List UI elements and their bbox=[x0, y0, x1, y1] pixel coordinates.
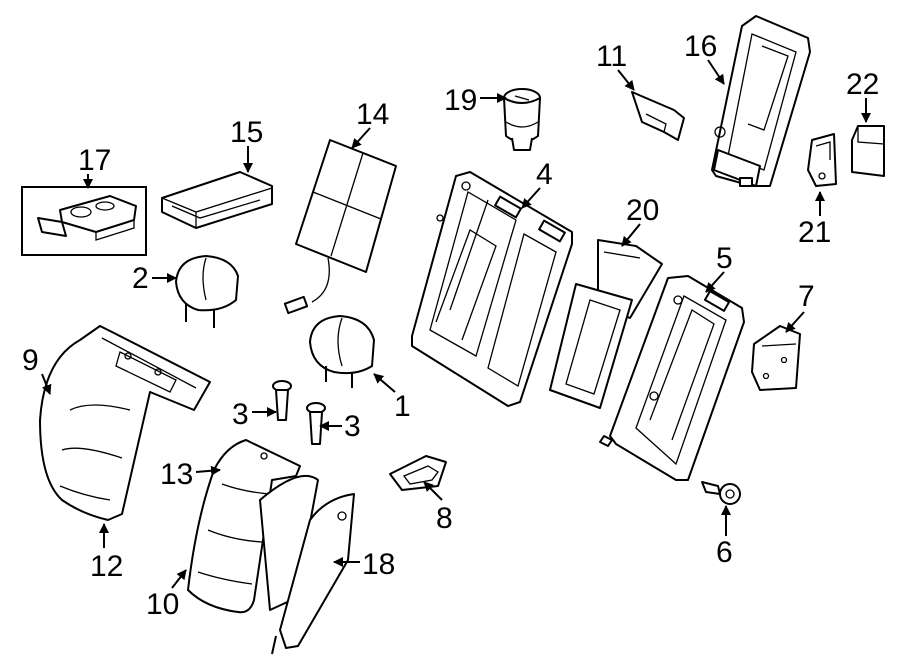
leader-16 bbox=[707, 59, 725, 85]
callout-14: 14 bbox=[356, 98, 389, 131]
leader-7 bbox=[785, 311, 805, 333]
callout-2: 2 bbox=[132, 262, 149, 295]
part-22-bracket bbox=[851, 125, 885, 177]
callout-7: 7 bbox=[798, 280, 815, 313]
callout-6: 6 bbox=[716, 536, 733, 569]
part-6-bolt bbox=[701, 481, 741, 505]
leader-5 bbox=[705, 271, 725, 293]
callout-13: 13 bbox=[160, 458, 193, 491]
leader-9 bbox=[41, 373, 52, 395]
callout-3b: 3 bbox=[344, 410, 361, 443]
part-20-panel bbox=[549, 239, 663, 409]
callout-20: 20 bbox=[626, 194, 659, 227]
callout-5: 5 bbox=[716, 242, 733, 275]
part-8-latch-bezel bbox=[389, 455, 447, 491]
leader-1 bbox=[373, 373, 396, 393]
callout-8: 8 bbox=[436, 502, 453, 535]
callout-11: 11 bbox=[596, 40, 627, 73]
leader-lines bbox=[41, 59, 871, 589]
leader-13 bbox=[195, 465, 221, 476]
part-2-headrest bbox=[175, 255, 239, 328]
part-7-side-bracket bbox=[751, 325, 801, 391]
leader-10 bbox=[171, 569, 187, 589]
callout-labels: 1 2 3 3 4 5 6 7 8 9 10 11 12 13 14 15 16… bbox=[22, 30, 879, 621]
part-11-trim-cover bbox=[631, 91, 685, 141]
part-21-bracket bbox=[807, 133, 837, 187]
part-15-armrest-pad bbox=[161, 171, 273, 229]
part-17-cupholder-inset bbox=[21, 186, 147, 256]
callout-1: 1 bbox=[394, 390, 411, 423]
leader-20 bbox=[621, 223, 641, 247]
leader-11 bbox=[617, 69, 635, 91]
callout-19: 19 bbox=[444, 84, 477, 117]
part-3-guide-left bbox=[272, 380, 292, 421]
part-18-side-trim bbox=[271, 493, 355, 655]
leader-4 bbox=[521, 187, 541, 209]
leader-8 bbox=[423, 481, 443, 501]
callout-16: 16 bbox=[684, 30, 717, 63]
callout-9: 9 bbox=[22, 344, 39, 377]
part-4-seat-back-frame bbox=[411, 171, 573, 407]
leader-14 bbox=[351, 127, 371, 149]
part-5-seat-back-frame-right bbox=[599, 275, 745, 481]
callout-18: 18 bbox=[362, 548, 395, 581]
callout-22: 22 bbox=[846, 68, 879, 101]
part-9-seat-back-cushion bbox=[39, 325, 211, 521]
callout-4: 4 bbox=[536, 158, 553, 191]
callout-3a: 3 bbox=[232, 398, 249, 431]
part-1-headrest bbox=[309, 315, 375, 388]
part-16-armrest-assembly bbox=[711, 15, 811, 187]
callout-17: 17 bbox=[78, 144, 111, 177]
part-14-seat-heater-pad bbox=[283, 139, 397, 315]
part-19-power-socket bbox=[503, 88, 541, 151]
callout-10: 10 bbox=[146, 588, 179, 621]
callout-12: 12 bbox=[90, 550, 123, 583]
part-3-guide-right bbox=[306, 402, 326, 445]
callout-21: 21 bbox=[798, 216, 831, 249]
callout-15: 15 bbox=[230, 116, 263, 149]
